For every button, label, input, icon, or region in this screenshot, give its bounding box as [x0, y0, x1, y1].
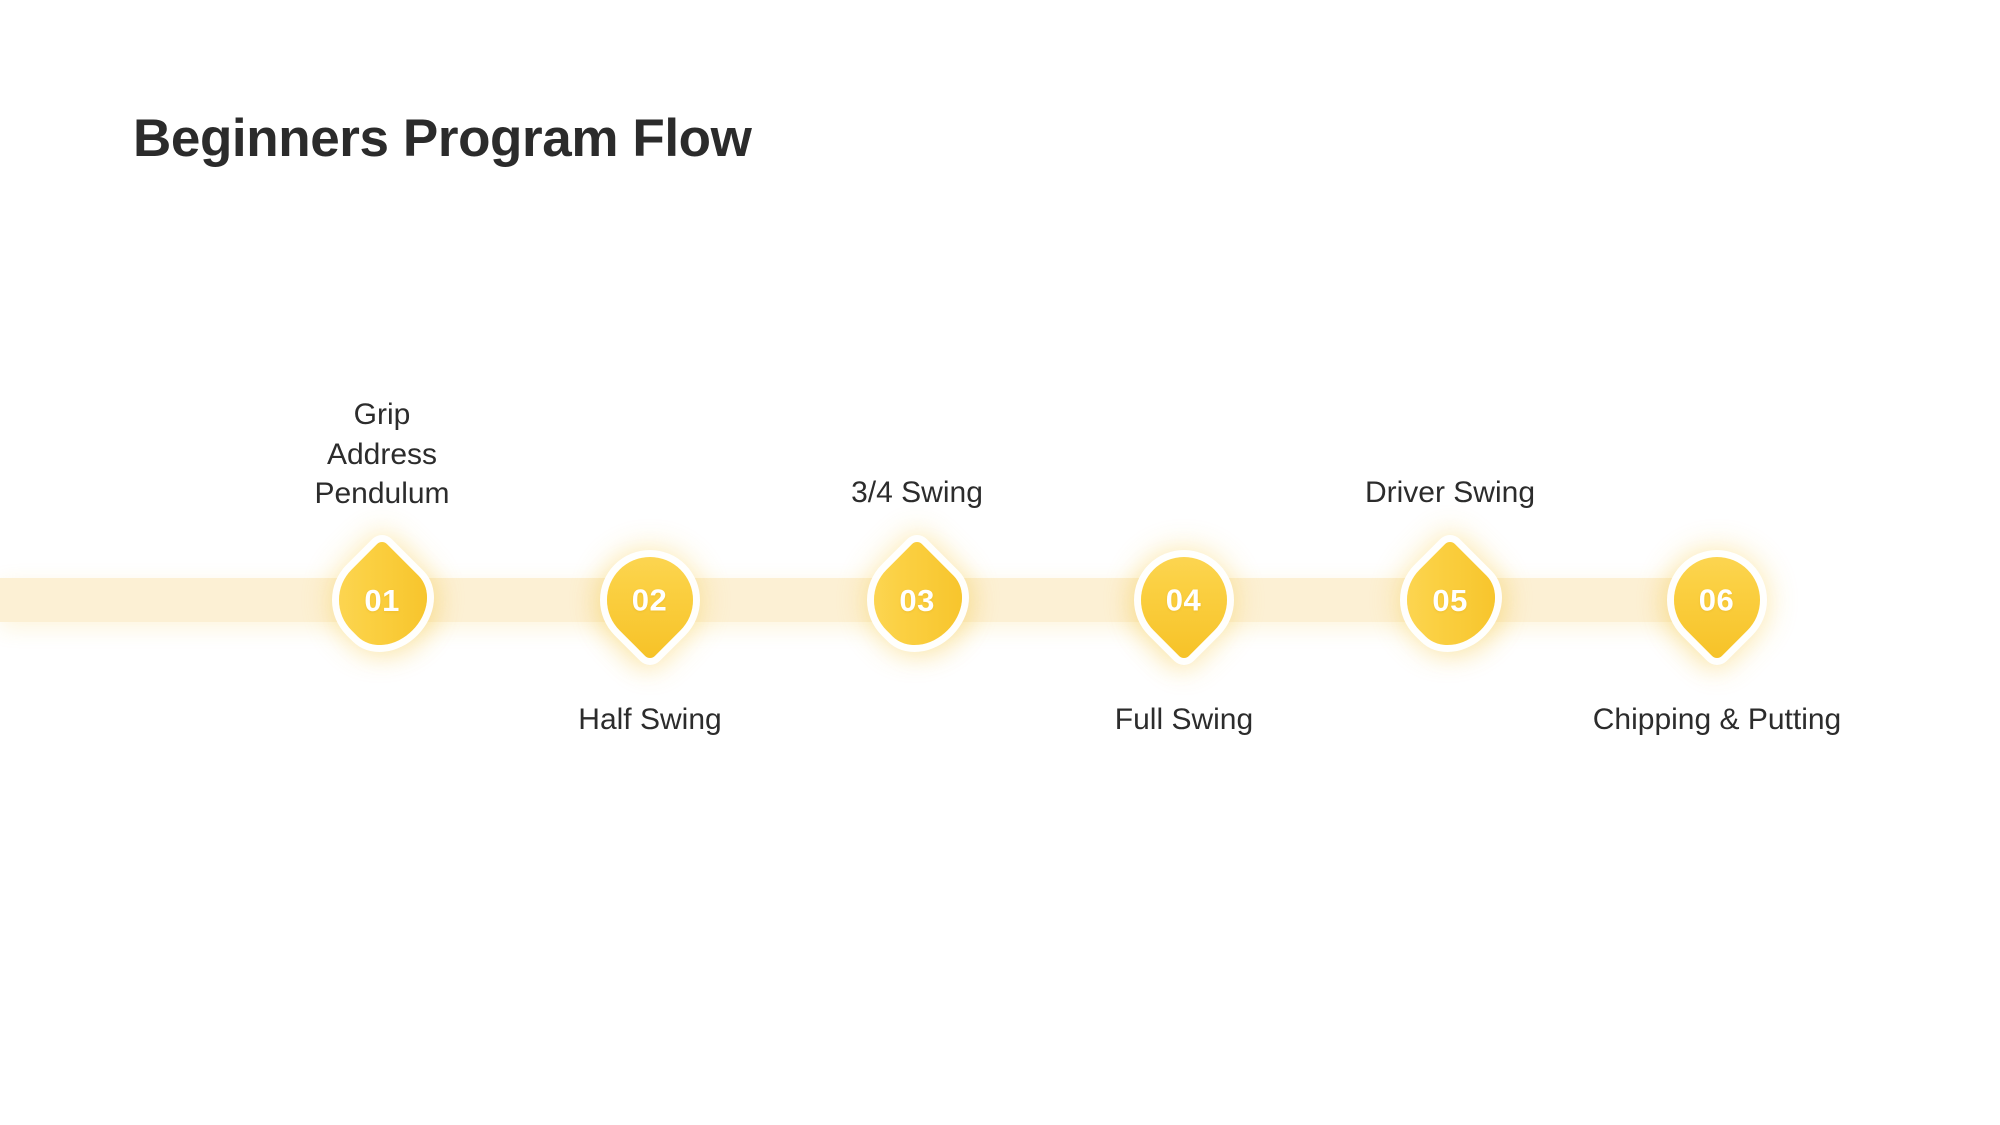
step-label-06: Chipping & Putting [1592, 703, 1842, 736]
step-label-02: Half Swing [578, 703, 722, 736]
step-label-05: Driver Swing [1364, 476, 1536, 509]
step-marker-pin-06[interactable]: 06 [1656, 539, 1778, 661]
step-marker-pin-02[interactable]: 02 [589, 539, 711, 661]
step-label-01: Grip Address Pendulum [314, 398, 450, 511]
step-marker-pin-05[interactable]: 05 [1389, 539, 1511, 661]
step-marker-pin-03[interactable]: 03 [856, 539, 978, 661]
step-number-02: 02 [632, 582, 668, 618]
step-label-03: 3/4 Swing [851, 476, 983, 509]
step-number-04: 04 [1166, 582, 1202, 618]
step-marker-pin-01[interactable]: 01 [321, 539, 443, 661]
step-label-04: Full Swing [1114, 703, 1254, 736]
step-marker-pin-04[interactable]: 04 [1123, 539, 1245, 661]
step-number-03: 03 [899, 582, 935, 618]
page-title: Beginners Program Flow [133, 108, 752, 168]
step-number-05: 05 [1432, 582, 1468, 618]
step-number-06: 06 [1699, 582, 1735, 618]
step-number-01: 01 [364, 582, 400, 618]
